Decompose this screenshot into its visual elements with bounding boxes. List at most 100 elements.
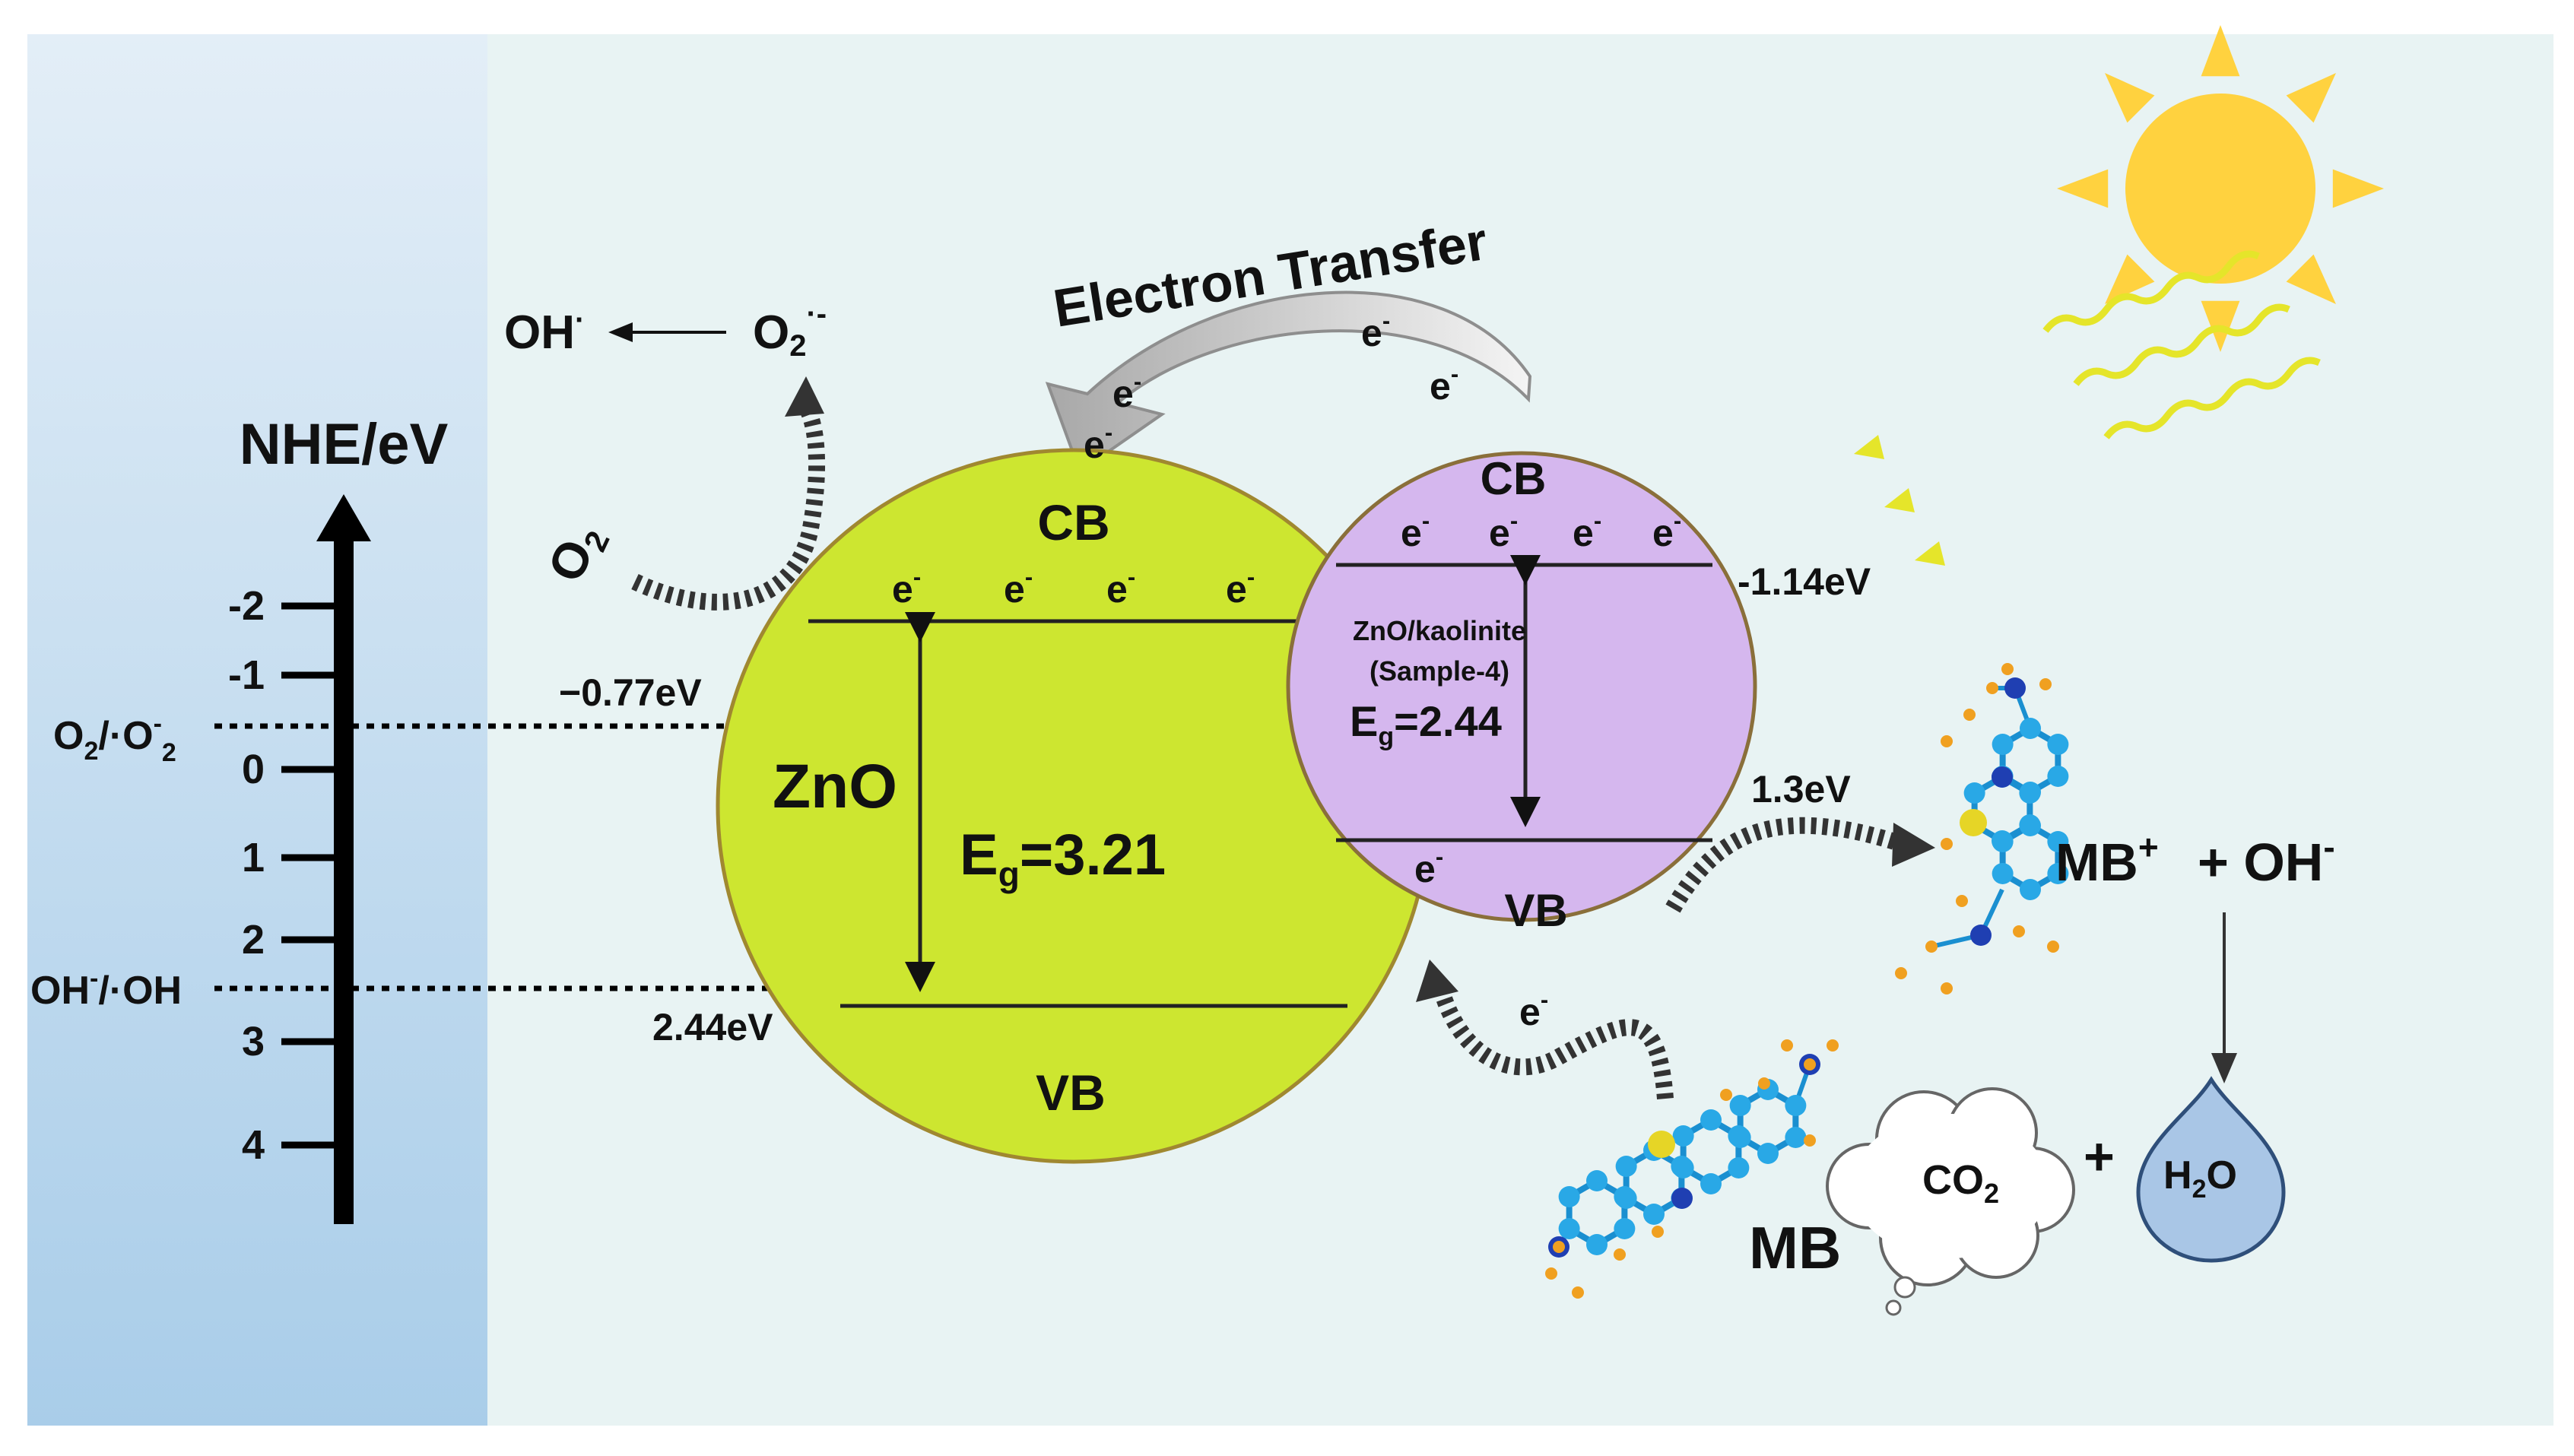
co2-cloud-icon: [1826, 1087, 2075, 1316]
plus-label: +: [2084, 1127, 2115, 1186]
carbon-atom: [1785, 1095, 1807, 1116]
carbon-atom: [2047, 734, 2069, 755]
sun-ray: [2201, 25, 2240, 77]
carbon-atom: [1558, 1218, 1580, 1239]
oh-radical-base: OH: [504, 306, 575, 359]
electron-label: e-: [892, 563, 921, 611]
electrons: e-e-e-e-e-e-e-e-e-e-e-e-e-e-: [892, 307, 1681, 1033]
composite-cb-potential: -1.14eV: [1738, 560, 1871, 603]
composite-bandgap-label: Eg=2.44: [1350, 697, 1502, 751]
carbon-atom: [1785, 1127, 1807, 1148]
ref-o2-sub2: 2: [162, 738, 176, 767]
electron-label: e-: [1414, 843, 1443, 890]
ref-o2-label: O2/·O-2: [53, 709, 176, 767]
composite-particle: CB VB ZnO/kaolinite (Sample-4) Eg=2.44: [1286, 451, 1757, 936]
mb-plus-arrowhead: [1892, 823, 1935, 867]
composite-name-line1: ZnO/kaolinite: [1353, 615, 1526, 646]
sun-ray: [2332, 169, 2384, 208]
ref-o2-sup: -: [154, 709, 162, 738]
light-rays-icon: [1854, 250, 2321, 566]
hydrogen-atom: [1925, 941, 1938, 953]
hydrogen-atom: [1956, 895, 1968, 907]
co2-base: CO: [1922, 1157, 1984, 1203]
hydrogen-atom: [2047, 941, 2059, 953]
composite-eg-sub: g: [1378, 722, 1394, 751]
zno-vb-potential: 2.44eV: [652, 1006, 773, 1048]
carbon-atom: [1757, 1143, 1779, 1164]
carbon-atom: [1643, 1204, 1665, 1225]
composite-vb-potential: 1.3eV: [1751, 768, 1851, 810]
electron-label: e-: [1430, 360, 1458, 408]
zno-cb-label: CB: [1037, 494, 1109, 550]
nitrogen-atom: [2004, 677, 2026, 699]
nitrogen-atom: [1970, 925, 1992, 946]
o2-to-superoxide-arrow: [631, 402, 826, 611]
ref-o2-main: O: [53, 714, 84, 758]
electron-label: e-: [1226, 563, 1255, 611]
hydrogen-atom: [1963, 709, 1976, 721]
axis-arrowhead: [316, 494, 371, 541]
electron-label: e-: [1652, 507, 1681, 554]
carbon-atom: [2019, 782, 2041, 804]
hydrogen-atom: [1652, 1226, 1664, 1238]
ref-oh-label: OH-/·OH: [30, 964, 182, 1013]
ref-oh-main: OH: [30, 969, 90, 1013]
co2-label: CO2: [1922, 1157, 1999, 1209]
sulfur-atom: [1648, 1131, 1675, 1158]
axis-tick-label: 1: [242, 835, 265, 880]
ref-o2-sub: 2: [84, 737, 98, 766]
carbon-atom: [1586, 1170, 1608, 1191]
nitrogen-atom: [1671, 1188, 1693, 1209]
axis-tick-label: 3: [242, 1019, 265, 1064]
zno-label: ZnO: [773, 752, 897, 821]
zno-cb-potential: −0.77eV: [559, 671, 702, 714]
nitrogen-atom: [1992, 766, 2013, 788]
axis-tick-label: 2: [242, 917, 265, 963]
carbon-atom: [2047, 831, 2069, 852]
zno-eg-sub: g: [998, 855, 1020, 894]
composite-vb-label: VB: [1504, 885, 1567, 936]
mb-plus-label: MB+: [2055, 827, 2159, 892]
zno-eg-prefix: E: [960, 823, 998, 887]
oh-radical-sup: ·: [575, 303, 585, 337]
plus-oh-base: + OH: [2198, 833, 2323, 892]
mb-to-vb-arrow: [1433, 985, 1674, 1099]
sun-ray: [2105, 73, 2155, 123]
electron-label: e-: [1361, 307, 1390, 354]
axis-tick-label: -2: [228, 583, 265, 629]
composite-cb-label: CB: [1481, 453, 1547, 504]
superoxide-label: O2·-: [753, 297, 827, 363]
oh-radical-label: OH·: [504, 303, 585, 359]
hydrogen-atom: [1941, 735, 1953, 747]
vb-arrowhead: [1416, 960, 1458, 1002]
water-drop-icon: [2136, 1076, 2286, 1263]
carbon-atom: [1615, 1188, 1637, 1209]
carbon-atom: [1700, 1109, 1722, 1131]
h2o-sub: 2: [2192, 1175, 2207, 1204]
superoxide-arrowhead: [785, 376, 824, 417]
hydrogen-atom: [1614, 1248, 1626, 1261]
electron-label: e-: [1401, 507, 1430, 554]
axis-tick-label: -1: [228, 652, 265, 698]
zno-particle: CB VB ZnO Eg=3.21: [716, 448, 1432, 1164]
carbon-atom: [2020, 879, 2041, 900]
sun-ray: [2286, 73, 2336, 123]
h2o-h: H: [2163, 1153, 2192, 1197]
dotted-arrows: [631, 402, 1900, 1099]
hydrogen-atom: [1804, 1058, 1816, 1071]
degradation-arrowhead: [2211, 1053, 2237, 1083]
electron-label: e-: [1489, 507, 1518, 554]
hydrogen-atom: [1986, 682, 1998, 694]
plus-oh-label: + OH-: [2198, 827, 2335, 892]
carbon-atom: [1586, 1234, 1608, 1255]
hydrogen-atom: [1941, 982, 1953, 994]
sun-ray: [2286, 254, 2336, 304]
sun-ray: [2057, 169, 2109, 208]
plus-oh-sup: -: [2323, 827, 2334, 867]
carbon-atom: [1963, 782, 1985, 804]
carbon-atom: [2047, 766, 2069, 787]
superoxide-sup: ·-: [806, 297, 827, 331]
electron-label: e-: [1106, 563, 1135, 611]
